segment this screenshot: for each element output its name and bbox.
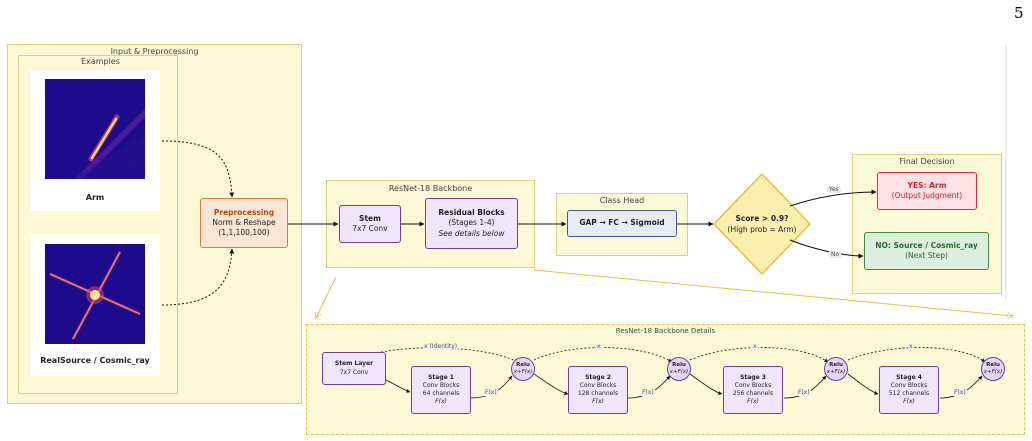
decision-line1: Score > 0.9? (735, 214, 789, 223)
no-source-node: NO: Source / Cosmic_ray (Next Step) (864, 232, 989, 270)
relu-2-sub: x+F(x) (669, 369, 689, 375)
pointer-details-left (316, 276, 337, 318)
relu-node-1: Relu x+F(x) (511, 357, 535, 381)
input-panel-title: Input & Preprocessing (110, 47, 199, 56)
stage-4-line2: 512 channels (888, 390, 930, 397)
fx-label-1: F(x) (484, 389, 498, 396)
preprocessing-node: Preprocessing Norm & Reshape (1,1,100,10… (200, 198, 288, 248)
example-label-source: RealSource / Cosmic_ray (40, 356, 150, 365)
edge-label-yes: Yes (827, 186, 841, 193)
residual-title: Residual Blocks (438, 208, 505, 218)
fx-label-2: F(x) (641, 389, 655, 396)
relu-node-3: Relu x+F(x) (824, 357, 848, 381)
edge-decision-no (789, 239, 864, 259)
relu-node-4: Relu x+F(x) (981, 357, 1005, 381)
preprocessing-line1: Norm & Reshape (212, 217, 276, 227)
fx-label-3: F(x) (797, 389, 811, 396)
stage-2-title: Stage 2 (585, 373, 611, 381)
stage-3-line3: F(x) (747, 398, 759, 406)
stage-2-line1: Conv Blocks (579, 381, 617, 389)
stage-1-line3: F(x) (435, 398, 447, 406)
stem-title: Stem (359, 213, 381, 223)
stage-3-line1: Conv Blocks (734, 381, 772, 389)
edge-stage3-relu3 (783, 375, 827, 399)
examples-title: Examples (81, 57, 120, 66)
decision-text: Score > 0.9? (High prob = Arm) (712, 214, 812, 235)
detail-stem-node: Stem Layer 7x7 Conv (322, 352, 386, 385)
decision-diamond (712, 172, 812, 276)
relu-node-2: Relu x+F(x) (667, 357, 691, 381)
class-head-node: GAP → FC → Sigmoid (567, 210, 677, 237)
edge-arm-preprocessing (161, 140, 235, 198)
stage-1-node: Stage 1 Conv Blocks 64 channels F(x) (411, 366, 471, 414)
yes-title: YES: Arm (907, 180, 947, 190)
details-title: ResNet-18 Backbone Details (615, 327, 716, 335)
stage-3-line2: 256 channels (732, 390, 774, 397)
relu-3-label: Relu (829, 362, 843, 369)
stage-3-node: Stage 3 Conv Blocks 256 channels F(x) (723, 366, 783, 414)
example-label-arm: Arm (85, 193, 105, 202)
skip-label-2: x (596, 343, 602, 350)
stem-node: Stem 7x7 Conv (339, 205, 401, 243)
stage-2-line2: 128 channels (577, 390, 619, 397)
stage-2-line3: F(x) (592, 398, 604, 406)
stage-3-title: Stage 3 (740, 373, 766, 381)
relu-2-label: Relu (672, 362, 686, 369)
class-head-title: Class Head (599, 196, 645, 205)
detail-stem-title: Stem Layer (334, 360, 374, 368)
stem-sub: 7x7 Conv (352, 224, 388, 233)
pointer-details-right (533, 269, 1013, 316)
stage-4-line1: Conv Blocks (890, 381, 928, 389)
fx-label-4: F(x) (953, 389, 967, 396)
page-number: 5 (1014, 4, 1024, 22)
relu-4-sub: x+F(x) (983, 369, 1003, 375)
preprocessing-title: Preprocessing (213, 207, 275, 217)
residual-line2: See details below (438, 228, 505, 238)
edge-relu3-relu4-x (847, 347, 986, 363)
yes-sub: (Output Judgment) (891, 191, 963, 200)
stage-1-line1: Conv Blocks (422, 381, 460, 389)
class-head-label: GAP → FC → Sigmoid (579, 218, 665, 228)
edge-label-no: No (829, 251, 842, 258)
relu-1-label: Relu (516, 362, 530, 369)
edge-relu1-relu2-x (533, 347, 673, 363)
yes-arm-node: YES: Arm (Output Judgment) (877, 172, 977, 210)
example-card-arm: Arm (30, 70, 160, 211)
source-image (45, 244, 145, 344)
edge-relu3-stage4 (847, 373, 879, 395)
decision-line2: (High prob = Arm) (727, 224, 797, 234)
skip-label-3: x (752, 343, 758, 350)
final-title: Final Decision (899, 157, 955, 166)
skip-label-4: x (908, 343, 914, 350)
example-card-source: RealSource / Cosmic_ray (30, 235, 160, 376)
edge-relu2-stage3 (689, 373, 723, 395)
detail-stem-sub: 7x7 Conv (339, 368, 369, 376)
stage-1-line2: 64 channels (422, 390, 460, 397)
stage-2-node: Stage 2 Conv Blocks 128 channels F(x) (568, 366, 628, 414)
edge-stage1-relu1 (469, 375, 513, 399)
relu-3-sub: x+F(x) (826, 369, 846, 375)
edge-relu2-relu3-x (689, 347, 829, 363)
preprocessing-line2: (1,1,100,100) (218, 228, 270, 238)
relu-1-sub: x+F(x) (513, 369, 533, 375)
edge-decision-yes (789, 189, 877, 207)
backbone-title: ResNet-18 Backbone (388, 184, 473, 193)
edge-source-preprocessing (161, 248, 235, 306)
edge-stem-stage1 (385, 379, 411, 393)
residual-blocks-node: Residual Blocks (Stages 1-4) See details… (425, 198, 518, 249)
identity-label: x (Identity) (423, 343, 459, 350)
residual-line1: (Stages 1-4) (448, 218, 495, 228)
relu-4-label: Relu (986, 362, 1000, 369)
no-sub: (Next Step) (905, 251, 948, 260)
stage-4-line3: F(x) (903, 398, 915, 406)
arm-image (45, 79, 145, 179)
no-title: NO: Source / Cosmic_ray (875, 240, 978, 250)
stage-1-title: Stage 1 (428, 373, 454, 381)
stage-4-node: Stage 4 Conv Blocks 512 channels F(x) (879, 366, 939, 414)
edge-relu1-stage2 (533, 373, 569, 396)
stage-4-title: Stage 4 (896, 373, 922, 381)
